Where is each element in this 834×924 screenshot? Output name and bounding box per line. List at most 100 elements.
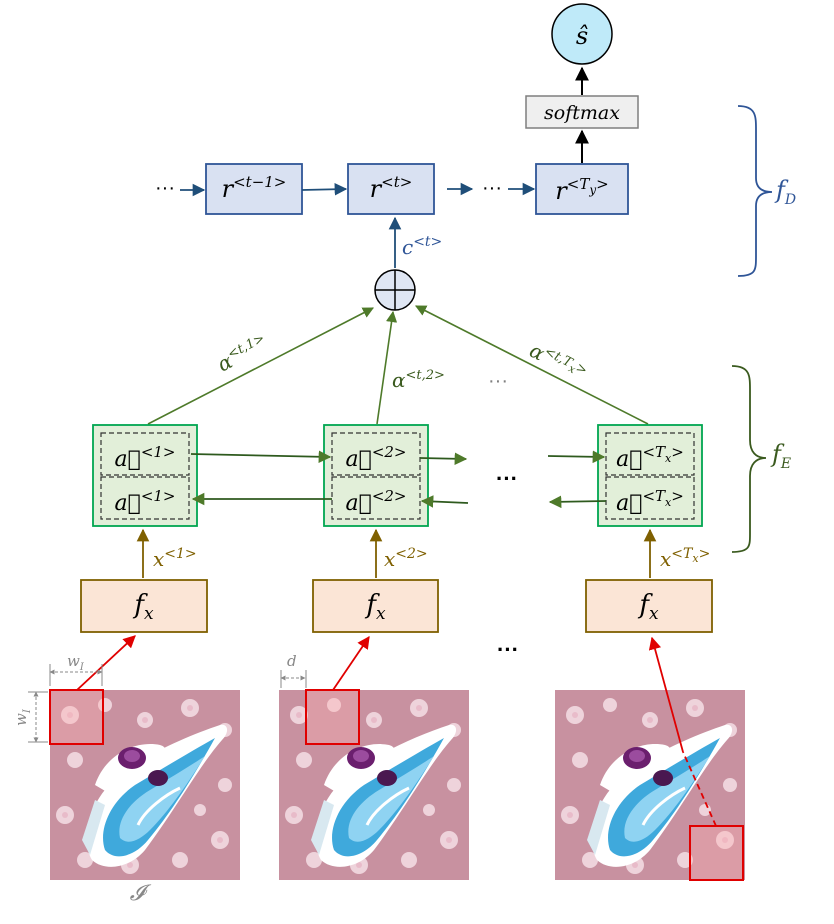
attention-arrow-2 xyxy=(376,310,398,425)
enc3-bwd: a⃖ xyxy=(616,491,642,516)
x3-sup: <T xyxy=(671,546,694,562)
fx-box-3: fx xyxy=(585,579,713,633)
attention-arrow-1 xyxy=(147,307,374,425)
decoder-cell-prev: r<t−1> xyxy=(205,163,303,215)
enc2-bwd: a⃖ xyxy=(345,491,371,516)
alpha-2-sup: <t,2> xyxy=(406,368,445,383)
encoder-ellipsis: ··· xyxy=(496,466,518,491)
enc-bwd-arrow-2 xyxy=(420,495,469,508)
enc1-bwd: a⃖ xyxy=(114,491,140,516)
x3-sup-end: > xyxy=(699,546,711,562)
fx2-sub: x xyxy=(376,604,386,624)
x1-base: x xyxy=(153,547,164,571)
sum-node xyxy=(374,269,416,311)
fe-sub: E xyxy=(780,456,791,472)
encoder-cell-2: a⃗<2> a⃖<2> xyxy=(323,424,429,527)
context-base: c xyxy=(402,235,413,259)
decoder-cell-current: r<t> xyxy=(347,163,435,215)
r-t-base: r xyxy=(370,175,383,203)
alpha-2-base: α xyxy=(392,368,406,392)
input-image-3 xyxy=(555,690,745,881)
enc3-fwd-sub: x xyxy=(665,452,672,465)
attention-arrow-3 xyxy=(415,305,649,425)
svg-text:a⃖<2>: a⃖<2> xyxy=(345,487,406,516)
enc1-bwd-sup: <1> xyxy=(141,487,176,505)
enc2-bwd-sup: <2> xyxy=(372,487,407,505)
r-prev-base: r xyxy=(222,175,235,203)
alpha-1-sup: <t,1> xyxy=(225,331,267,362)
enc1-fwd-sup: <1> xyxy=(141,443,176,461)
encoder-brace xyxy=(731,365,767,553)
enc3-bwd-sup-end: > xyxy=(671,487,684,505)
output-node: ŝ xyxy=(551,3,613,65)
r-last-sup: <T xyxy=(567,175,591,193)
svg-text:α<t,1>: α<t,1> xyxy=(213,331,271,376)
attention-ellipsis: ··· xyxy=(488,370,508,392)
decoder-cell-last: r<Ty> xyxy=(535,163,629,215)
x1-sup: <1> xyxy=(164,546,196,562)
decoder-left-ellipsis: ··· xyxy=(155,177,175,199)
window-arrow-1 xyxy=(76,635,136,691)
x3-sub: x xyxy=(692,552,699,565)
svg-text:r<t−1>: r<t−1> xyxy=(222,173,287,203)
svg-text:a⃗<1>: a⃗<1> xyxy=(114,443,175,472)
enc-fwd-arrow-1 xyxy=(190,450,332,464)
enc3-bwd-sup: <T xyxy=(642,487,666,505)
svg-text:a⃖<1>: a⃖<1> xyxy=(114,487,175,516)
svg-text:r<Ty>: r<Ty> xyxy=(555,175,608,205)
svg-text:x<2>: x<2> xyxy=(384,546,428,571)
h-sub: I xyxy=(22,708,33,714)
softmax-box: softmax xyxy=(525,95,639,129)
encoder-cell-1: a⃗<1> a⃖<1> xyxy=(92,424,198,527)
window-arrow-2 xyxy=(332,635,370,691)
softmax-label: softmax xyxy=(544,102,620,124)
svg-text:x<1>: x<1> xyxy=(153,546,197,571)
input-image-1 xyxy=(49,689,240,880)
enc2-fwd-sup: <2> xyxy=(372,443,407,461)
input-image-2 xyxy=(279,689,469,880)
decoder-brace xyxy=(737,105,773,277)
context-sup: <t> xyxy=(413,234,442,250)
svg-text:α<t,Tx>: α<t,Tx> xyxy=(526,338,590,386)
window-box-3 xyxy=(689,825,744,881)
fx1-sub: x xyxy=(144,604,154,624)
r-last-base: r xyxy=(555,177,568,205)
svg-text:x<Tx>: x<Tx> xyxy=(660,546,710,571)
svg-text:fD: fD xyxy=(774,176,796,208)
svg-text:a⃗<2>: a⃗<2> xyxy=(345,443,406,472)
svg-text:wI: wI xyxy=(67,652,85,673)
enc2-fwd: a⃗ xyxy=(345,447,371,472)
window-arrow-3-dashed xyxy=(682,751,717,827)
svg-text:fE: fE xyxy=(770,440,791,472)
x2-sup: <2> xyxy=(395,546,427,562)
r-prev-sup: <t−1> xyxy=(233,173,286,191)
enc3-bwd-sub: x xyxy=(665,496,672,509)
fx-box-1: fx xyxy=(80,579,208,633)
w-label: w xyxy=(67,652,80,670)
enc3-fwd-sup-end: > xyxy=(671,443,684,461)
w-sub: I xyxy=(79,662,85,673)
svg-text:c<t>: c<t> xyxy=(402,234,442,259)
svg-text:r<t>: r<t> xyxy=(370,173,413,203)
x3-base: x xyxy=(660,547,671,571)
r-t-sup: <t> xyxy=(381,173,412,191)
enc3-fwd-sup: <T xyxy=(642,443,666,461)
enc-bwd-arrow-3 xyxy=(548,495,607,509)
x2-base: x xyxy=(384,547,395,571)
enc-fwd-arrow-3 xyxy=(547,450,606,464)
r-last-sub: y xyxy=(588,183,596,197)
window-box-1 xyxy=(49,689,104,745)
image-caption: 𝓘 xyxy=(130,881,152,906)
svg-text:α<t,2>: α<t,2> xyxy=(392,368,445,392)
r-last-sup-end: > xyxy=(596,175,609,193)
enc-fwd-arrow-2 xyxy=(419,452,468,466)
decoder-mid-ellipsis: ··· xyxy=(482,177,502,199)
enc3-fwd: a⃗ xyxy=(616,447,642,472)
fd-sub: D xyxy=(784,192,796,208)
encoder-cell-3: a⃗<Tx> a⃖<Tx> xyxy=(597,424,703,527)
enc1-fwd: a⃗ xyxy=(114,447,140,472)
window-box-2 xyxy=(305,689,360,745)
output-label: ŝ xyxy=(576,22,588,50)
fx-box-2: fx xyxy=(312,579,439,633)
